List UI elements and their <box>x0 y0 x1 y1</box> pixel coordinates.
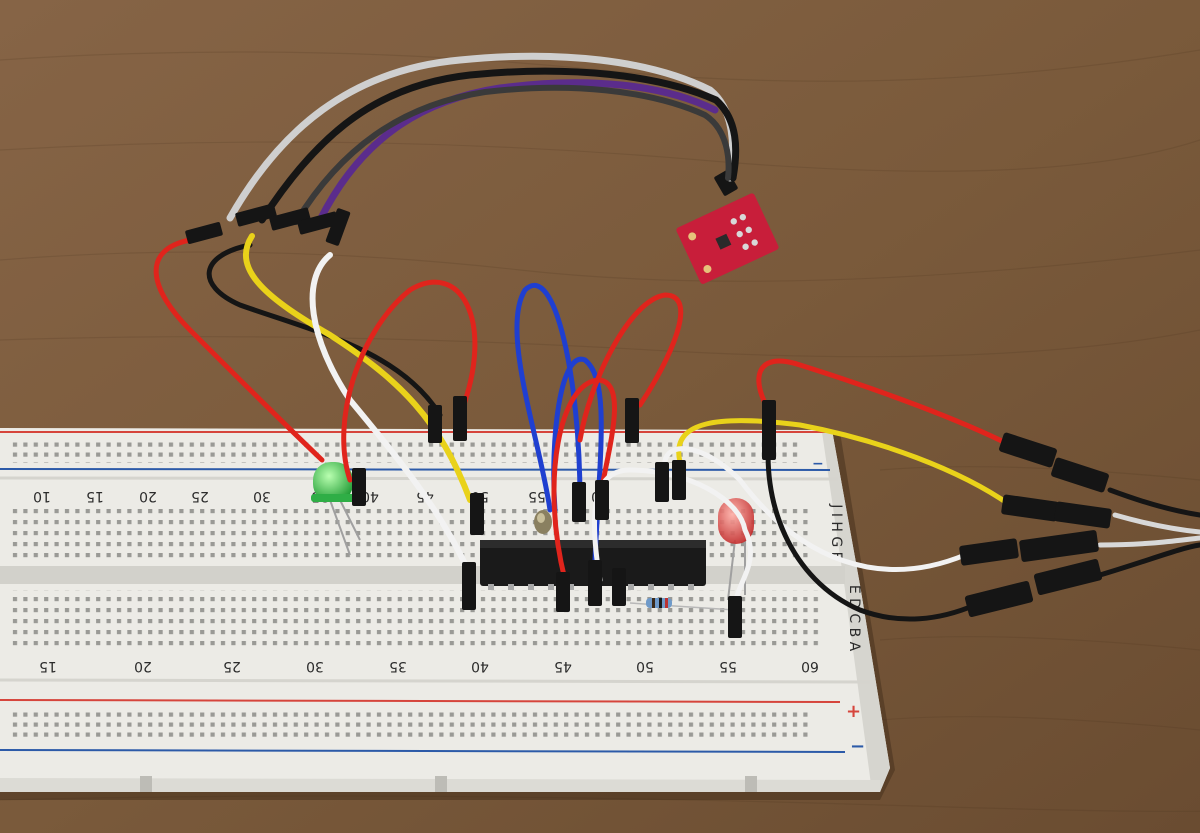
top-column-number: 15 <box>86 488 104 504</box>
bottom-rail-blue-line <box>0 749 846 753</box>
wire-blue-loop-2 <box>551 356 604 563</box>
wire-red-left <box>153 237 325 463</box>
wire-black-right <box>765 427 978 622</box>
bottom-rail-plus-label: + <box>846 701 861 722</box>
top-rail-minus-label: − <box>812 456 824 472</box>
bottom-row-labels: E D C B A <box>846 585 862 652</box>
top-column-number: 30 <box>253 488 271 504</box>
wire-white-right <box>662 446 968 572</box>
bottom-column-number: 35 <box>389 658 407 674</box>
bottom-column-number: 50 <box>636 658 654 674</box>
bottom-rail-holes <box>8 710 808 742</box>
capacitor <box>534 510 552 534</box>
bottom-column-number: 40 <box>471 658 489 674</box>
wire-black-left <box>206 242 443 418</box>
wire-yellow-right <box>676 418 1013 508</box>
top-rail-blue-line <box>0 468 831 471</box>
wire-darkgrey-to-sensor <box>293 84 732 225</box>
wire-red-loop-1 <box>341 279 478 483</box>
top-column-number: 55 <box>528 488 546 504</box>
wire-black-to-sensor <box>258 67 740 224</box>
bottom-rail-red-line <box>0 699 841 703</box>
wire-red-right <box>756 358 1013 448</box>
bottom-column-number: 45 <box>554 658 572 674</box>
connector-housings <box>185 203 1112 638</box>
top-row-labels: J I H G F <box>828 503 844 560</box>
bottom-column-number: 60 <box>801 658 819 674</box>
green-led <box>311 462 361 556</box>
bottom-column-number: 25 <box>223 658 241 674</box>
bottom-column-number: 15 <box>39 658 57 674</box>
top-column-number: 20 <box>139 488 157 504</box>
bottom-terminal-holes <box>8 590 823 648</box>
top-column-number: 25 <box>191 488 209 504</box>
top-column-number: 10 <box>33 488 51 504</box>
bottom-column-number: 20 <box>134 658 152 674</box>
breadboard: − 10 15 20 25 30 35 40 45 50 55 60 J I H G F E D C… <box>0 428 890 792</box>
bottom-rail-minus-label: − <box>850 736 865 757</box>
sensor-board <box>676 170 779 284</box>
bottom-column-number: 30 <box>306 658 324 674</box>
bottom-column-number: 55 <box>719 658 737 674</box>
bottom-column-numbers: 15 20 25 30 35 40 45 50 55 60 <box>39 658 819 674</box>
resistor <box>629 598 736 611</box>
center-channel <box>0 566 845 584</box>
wire-red-loop-3 <box>577 292 684 443</box>
